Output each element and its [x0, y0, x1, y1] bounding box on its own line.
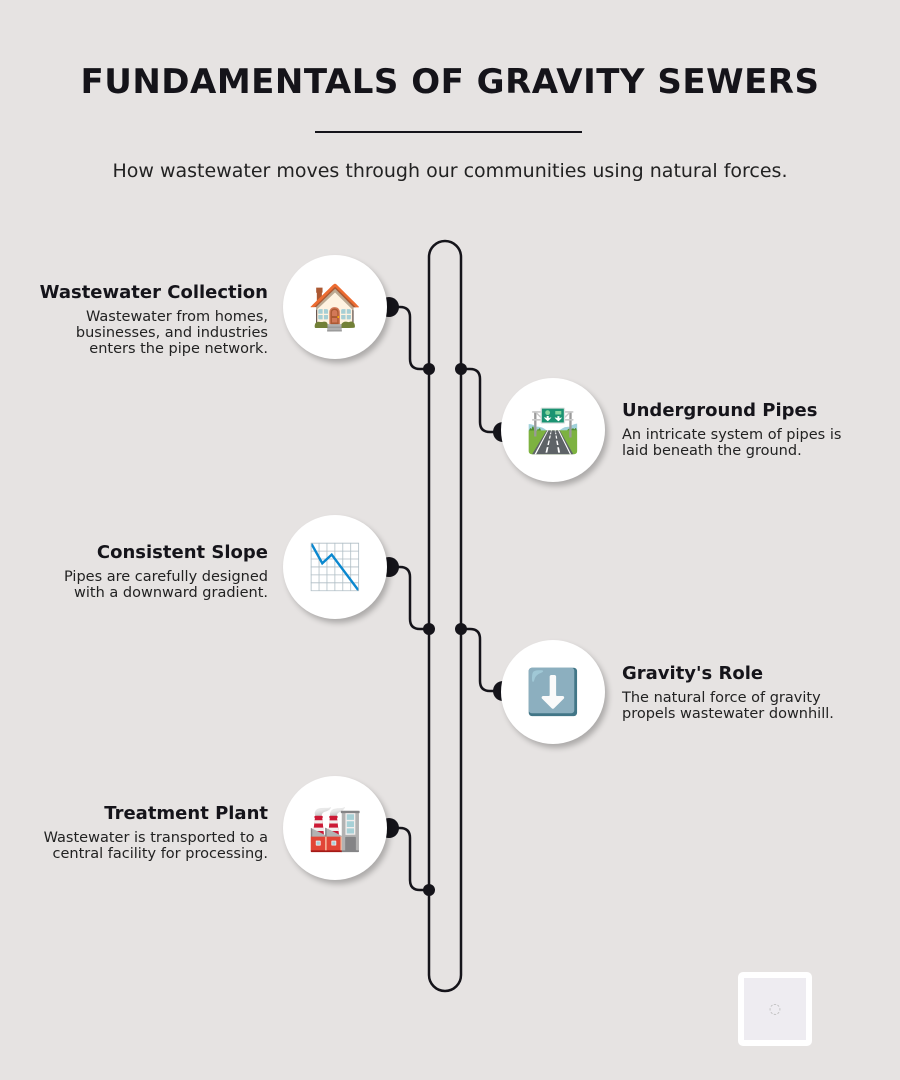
step-text: An intricate system of pipes is laid ben… — [622, 427, 842, 459]
connector-2 — [461, 367, 503, 434]
connector-3 — [389, 565, 429, 631]
watermark-icon: ◌ — [744, 978, 806, 1040]
motorway-icon: 🛣️ — [501, 378, 605, 482]
step-title: Treatment Plant — [104, 803, 268, 824]
pipe-loop — [427, 239, 463, 993]
subtitle: How wastewater moves through our communi… — [112, 160, 788, 182]
junction-dot — [423, 884, 435, 896]
junction-dot — [455, 363, 467, 375]
connector-5 — [389, 826, 429, 892]
down-arrow-icon: ⬇️ — [501, 640, 605, 744]
step-title: Underground Pipes — [622, 400, 818, 421]
step-title: Consistent Slope — [96, 542, 268, 563]
step-gravity-role: Gravity's Role The natural force of grav… — [622, 663, 852, 722]
page-title: FUNDAMENTALS OF GRAVITY SEWERS — [80, 62, 820, 102]
step-text: Wastewater from homes, businesses, and i… — [75, 309, 268, 357]
watermark-badge: ◌ — [738, 972, 812, 1046]
step-consistent-slope: Consistent Slope Pipes are carefully des… — [38, 542, 268, 601]
step-text: Pipes are carefully designed with a down… — [64, 569, 268, 601]
chart-decreasing-icon: 📉 — [283, 515, 387, 619]
house-icon: 🏠 — [283, 255, 387, 359]
connector-1 — [389, 305, 429, 371]
step-title: Gravity's Role — [622, 663, 764, 684]
connector-4 — [461, 627, 503, 693]
junction-dot — [423, 623, 435, 635]
step-title: Wastewater Collection — [39, 282, 268, 303]
junction-dot — [423, 363, 435, 375]
step-treatment-plant: Treatment Plant Wastewater is transporte… — [38, 803, 268, 862]
junction-dot — [455, 623, 467, 635]
step-underground-pipes: Underground Pipes An intricate system of… — [622, 400, 852, 459]
step-text: The natural force of gravity propels was… — [622, 690, 834, 722]
title-divider — [315, 131, 582, 133]
step-text: Wastewater is transported to a central f… — [43, 830, 268, 862]
factory-icon: 🏭 — [283, 776, 387, 880]
step-wastewater-collection: Wastewater Collection Wastewater from ho… — [38, 282, 268, 357]
